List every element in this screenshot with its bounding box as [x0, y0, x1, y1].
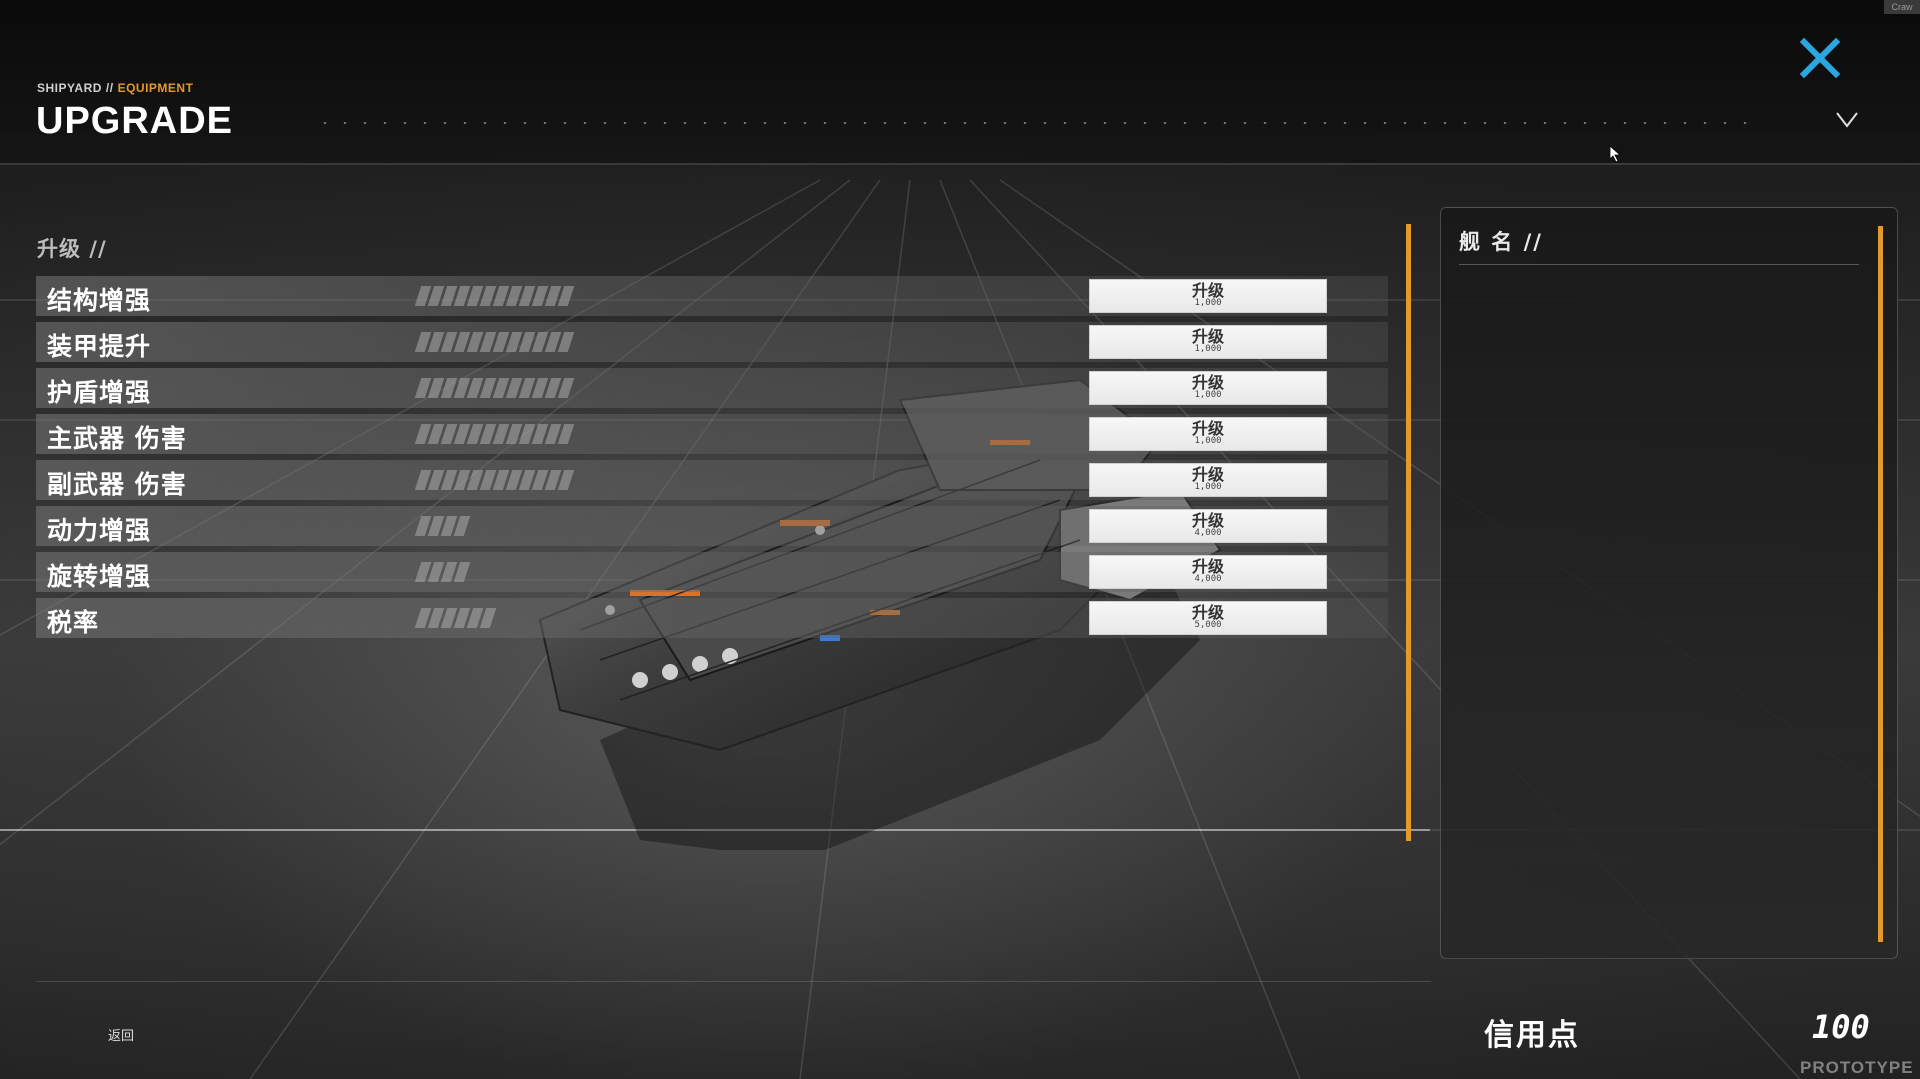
ship-name-panel: 舰 名 //: [1440, 207, 1898, 959]
upgrade-progress: [414, 608, 497, 628]
upgrade-label: 结构增强: [47, 286, 152, 315]
credits-label: 信用点: [1484, 1018, 1580, 1053]
upgrade-progress: [414, 286, 575, 306]
upgrade-cost: 4,000: [1194, 574, 1222, 584]
breadcrumb-equipment: EQUIPMENT: [117, 81, 194, 95]
top-bar: SHIPYARD//EQUIPMENT UPGRADE: [0, 0, 1920, 165]
upgrade-button-label: 升级: [1191, 373, 1224, 392]
corner-tag: Craw: [1884, 0, 1920, 14]
upgrade-cost: 1,000: [1194, 344, 1222, 354]
upgrade-button-label: 升级: [1191, 465, 1224, 484]
upgrade-button-label: 升级: [1191, 511, 1224, 530]
accent-divider: [1406, 224, 1411, 841]
upgrade-progress: [414, 332, 575, 352]
ship-name-title: 舰 名 //: [1459, 230, 1543, 254]
chevron-down-icon: [1836, 112, 1858, 128]
panel-divider: [1459, 264, 1859, 265]
upgrade-label: 副武器 伤害: [47, 470, 187, 499]
page-title: UPGRADE: [36, 100, 234, 142]
mouse-pointer-icon: [1610, 146, 1622, 162]
upgrade-label: 旋转增强: [47, 562, 152, 591]
upgrade-button-label: 升级: [1191, 557, 1224, 576]
header-dotted-divider: [315, 122, 1755, 124]
upgrade-cost: 1,000: [1194, 436, 1222, 446]
upgrade-progress: [414, 424, 575, 444]
upgrade-button-label: 升级: [1191, 419, 1224, 438]
upgrade-cost: 1,000: [1194, 482, 1222, 492]
upgrade-section-label: 升级 //: [37, 237, 107, 261]
breadcrumb-shipyard[interactable]: SHIPYARD: [37, 81, 102, 95]
close-icon: [1799, 37, 1841, 79]
upgrade-cost: 1,000: [1194, 390, 1222, 400]
upgrade-button-label: 升级: [1191, 603, 1224, 622]
upgrade-label: 装甲提升: [47, 332, 152, 361]
upgrade-button-label: 升级: [1191, 327, 1224, 346]
upgrade-progress: [414, 378, 575, 398]
prototype-watermark: PROTOTYPE: [1800, 1058, 1914, 1077]
back-button[interactable]: 返回: [108, 1029, 135, 1044]
upgrade-progress: [414, 470, 575, 490]
breadcrumb: SHIPYARD//EQUIPMENT: [37, 81, 193, 95]
upgrade-button-label: 升级: [1191, 281, 1224, 300]
breadcrumb-separator: //: [105, 81, 114, 95]
upgrade-label: 动力增强: [47, 516, 152, 545]
upgrade-label: 税率: [47, 608, 100, 637]
upgrade-cost: 5,000: [1194, 620, 1222, 630]
upgrade-progress: [414, 516, 471, 536]
upgrade-label: 护盾增强: [47, 378, 152, 407]
footer-divider: [36, 981, 1431, 982]
upgrade-cost: 4,000: [1194, 528, 1222, 538]
panel-accent-bar: [1878, 226, 1883, 942]
close-button[interactable]: [1798, 36, 1842, 80]
credits-value: 100: [1812, 1008, 1870, 1046]
upgrade-label: 主武器 伤害: [47, 424, 187, 453]
upgrade-cost: 1,000: [1194, 298, 1222, 308]
dropdown-toggle[interactable]: [1834, 110, 1860, 130]
upgrade-progress: [414, 562, 471, 582]
